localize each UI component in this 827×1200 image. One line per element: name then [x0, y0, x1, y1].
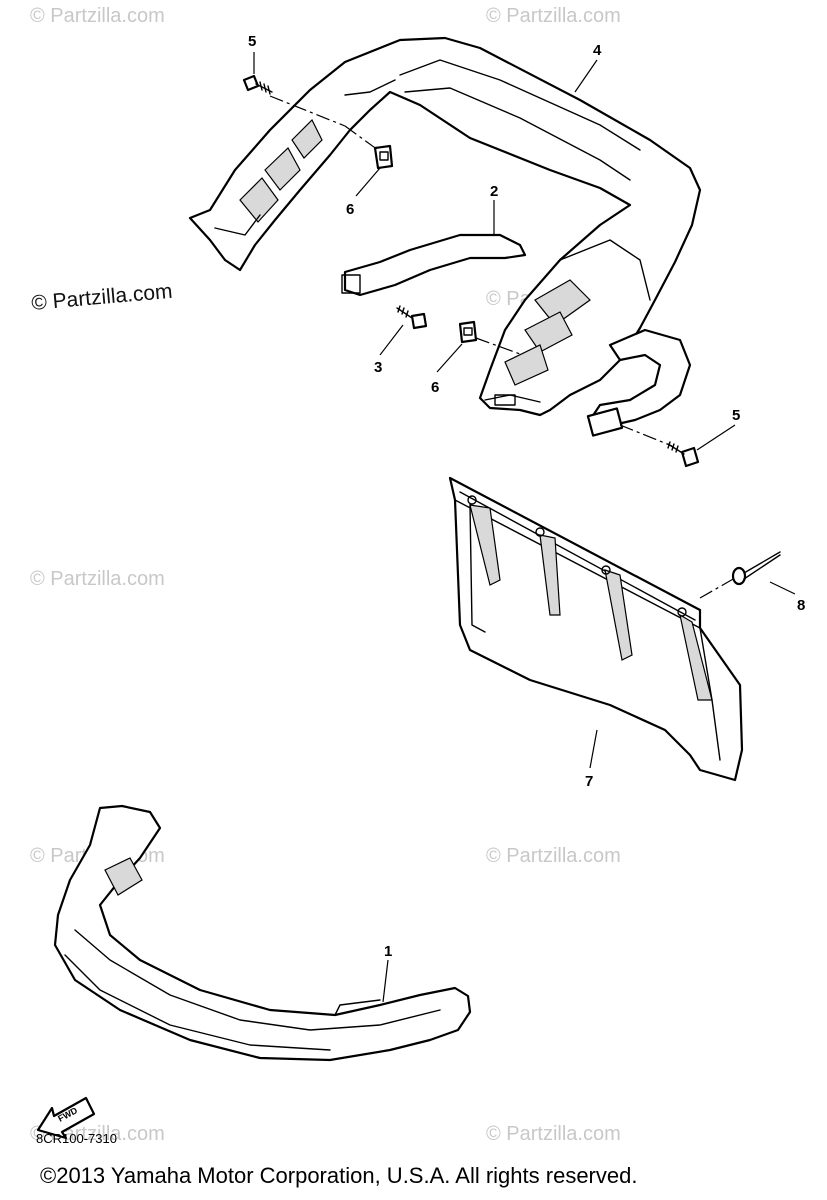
callout-7: 7	[585, 773, 593, 790]
callout-3: 3	[374, 359, 382, 376]
leader-line	[574, 59, 598, 93]
callout-6: 6	[346, 201, 354, 218]
watermark: © Partzilla.com	[486, 1123, 621, 1145]
assembly-line	[269, 95, 346, 127]
callout-4: 4	[593, 42, 602, 59]
part-1-front-bumper	[53, 804, 472, 1062]
callout-2: 2	[490, 183, 498, 200]
leader-line	[589, 729, 598, 769]
watermark: © Partzilla.com	[30, 280, 173, 315]
leader-line	[436, 343, 463, 373]
callout-6: 6	[431, 379, 439, 396]
part-6-clip-nut-lower	[458, 320, 478, 344]
part-5-bolt-lower	[667, 441, 700, 468]
assembly-line	[619, 424, 673, 447]
leader-line	[379, 324, 404, 356]
part-7-flap	[448, 476, 744, 782]
part-3-bolt	[396, 305, 428, 330]
leader-line	[382, 959, 389, 1003]
part-2-support-bar	[341, 233, 692, 437]
leader-line	[769, 581, 796, 595]
watermark: © Partzilla.com	[30, 5, 165, 27]
assembly-line	[475, 337, 521, 355]
part-5-bolt-upper	[242, 74, 273, 95]
leader-line	[696, 424, 736, 451]
part-4-rear-grab-bar	[188, 36, 702, 417]
callout-5: 5	[732, 407, 740, 424]
part-6-clip-nut-upper	[373, 144, 394, 170]
callout-5: 5	[248, 33, 256, 50]
copyright-notice: ©2013 Yamaha Motor Corporation, U.S.A. A…	[40, 1163, 638, 1188]
part-8-rivet	[731, 551, 781, 586]
watermark: © Partzilla.com	[30, 568, 165, 590]
watermark: © Partzilla.com	[486, 5, 621, 27]
watermark: © Partzilla.com	[486, 845, 621, 867]
diagram-code: 8CR100-7310	[36, 1131, 117, 1146]
callout-1: 1	[384, 943, 392, 960]
assembly-line	[699, 577, 736, 599]
callout-8: 8	[797, 597, 805, 614]
leader-line	[355, 167, 381, 197]
assembly-line	[344, 125, 379, 151]
